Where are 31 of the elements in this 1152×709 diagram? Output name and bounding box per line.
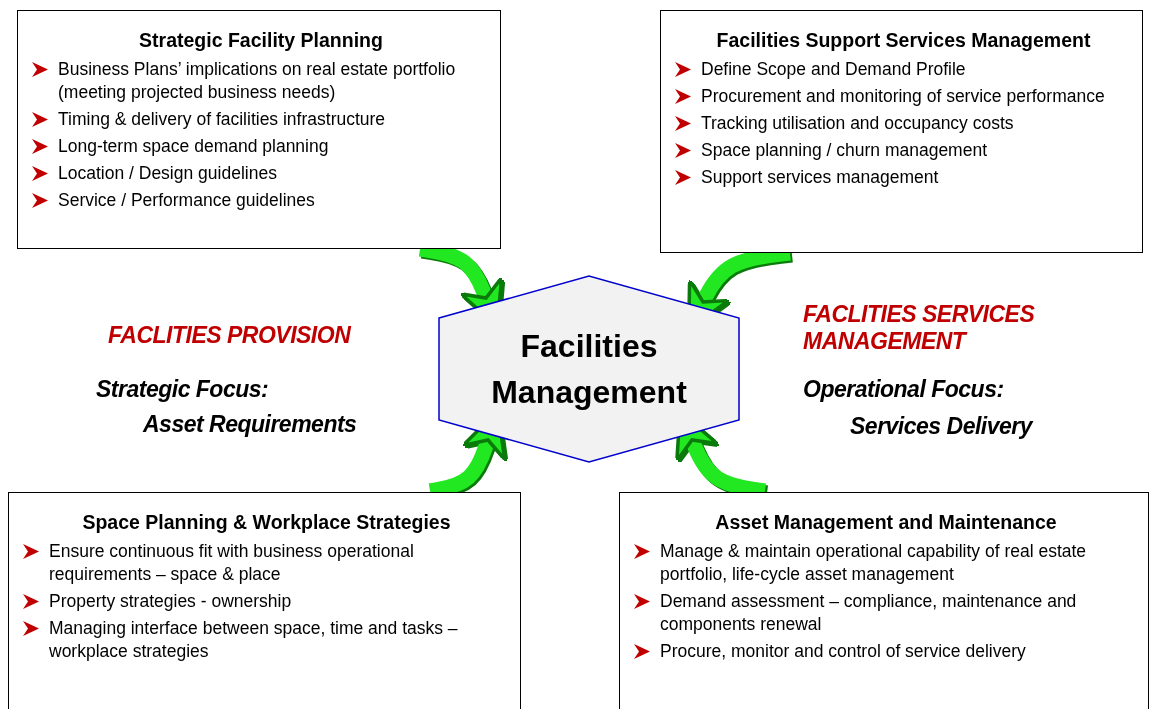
box-heading: Facilities Support Services Management [715, 29, 1092, 52]
bullet-text: Location / Design guidelines [58, 162, 277, 185]
bullet-text: Service / Performance guidelines [58, 189, 315, 212]
box-heading: Asset Management and Maintenance [714, 511, 1058, 534]
focus-label: Operational Focus: [803, 376, 1004, 403]
bullet-text: Demand assessment – compliance, maintenance and components renewal [660, 590, 1078, 636]
hexagon-title: Facilities Management [490, 327, 688, 412]
bullet-text: Support services management [701, 166, 939, 189]
section-heading: FACLITIES PROVISION [108, 322, 351, 349]
bullet-text: Business Plans’ implications on real estate portfolio (meeting projected business needs) [58, 58, 457, 104]
bullet-text: Procurement and monitoring of service performance [701, 85, 1105, 108]
bullet-text: Property strategies - ownership [49, 590, 292, 613]
box-heading: Space Planning & Workplace Strategies [81, 511, 452, 534]
bullet-text: Procure, monitor and control of service delivery [660, 640, 1026, 663]
bullet-text: Ensure continuous fit with business operational requirements – space & place [49, 540, 415, 586]
bullet-text: Timing & delivery of facilities infrastructure [58, 108, 386, 131]
bullet-text: Tracking utilisation and occupancy costs [701, 112, 1014, 135]
box-heading: Strategic Facility Planning [138, 29, 384, 52]
bullet-text: Define Scope and Demand Profile [701, 58, 966, 81]
bullet-text: Manage & maintain operational capability of real estate portfolio, life-cycle asset management [660, 540, 1088, 586]
focus-label: Services Delivery [850, 413, 1033, 440]
text-box [17, 10, 501, 249]
bullet-text: Managing interface between space, time and tasks – workplace strategies [49, 617, 459, 663]
focus-label: Asset Requirements [143, 411, 357, 438]
section-heading: FACLITIES SERVICES MANAGEMENT [803, 301, 1036, 355]
focus-label: Strategic Focus: [96, 376, 269, 403]
text-box [619, 492, 1149, 709]
text-box [8, 492, 521, 709]
text-box [660, 10, 1143, 253]
bullet-text: Space planning / churn management [701, 139, 988, 162]
bullet-text: Long-term space demand planning [58, 135, 329, 158]
